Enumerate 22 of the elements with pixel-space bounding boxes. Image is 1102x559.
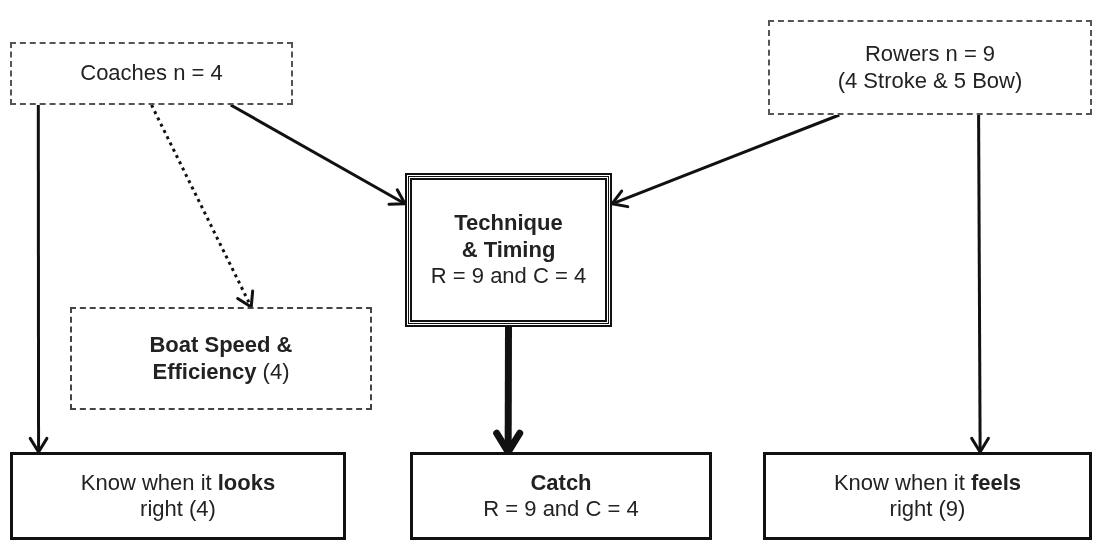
box-text: Know when it looks right (4): [79, 469, 277, 523]
arrow: [150, 104, 255, 309]
group-box: [768, 20, 1092, 115]
arrow: [610, 113, 840, 209]
outcome-box: [10, 452, 346, 540]
box-text: (4 Stroke & 5 Bow): [837, 67, 1023, 94]
box-text: R = 9 and C = 4: [483, 496, 639, 523]
box-text: Coaches n = 4: [80, 60, 223, 87]
arrow: [230, 103, 407, 206]
box-text: Know when it feels right (9): [832, 469, 1023, 523]
outcome-box: [410, 452, 712, 540]
highlighted-box: [405, 173, 612, 327]
outcome-box: [763, 452, 1092, 540]
box-heading: Technique & Timing: [453, 210, 564, 264]
group-box: [10, 42, 293, 105]
box-heading: Catch: [530, 469, 592, 496]
box-text: Boat Speed & Efficiency (4): [148, 332, 294, 385]
group-box: [70, 307, 372, 410]
arrow: [970, 115, 990, 454]
arrow: [28, 105, 49, 454]
box-text: R = 9 and C = 4: [430, 263, 587, 290]
box-text: Rowers n = 9: [864, 41, 996, 68]
